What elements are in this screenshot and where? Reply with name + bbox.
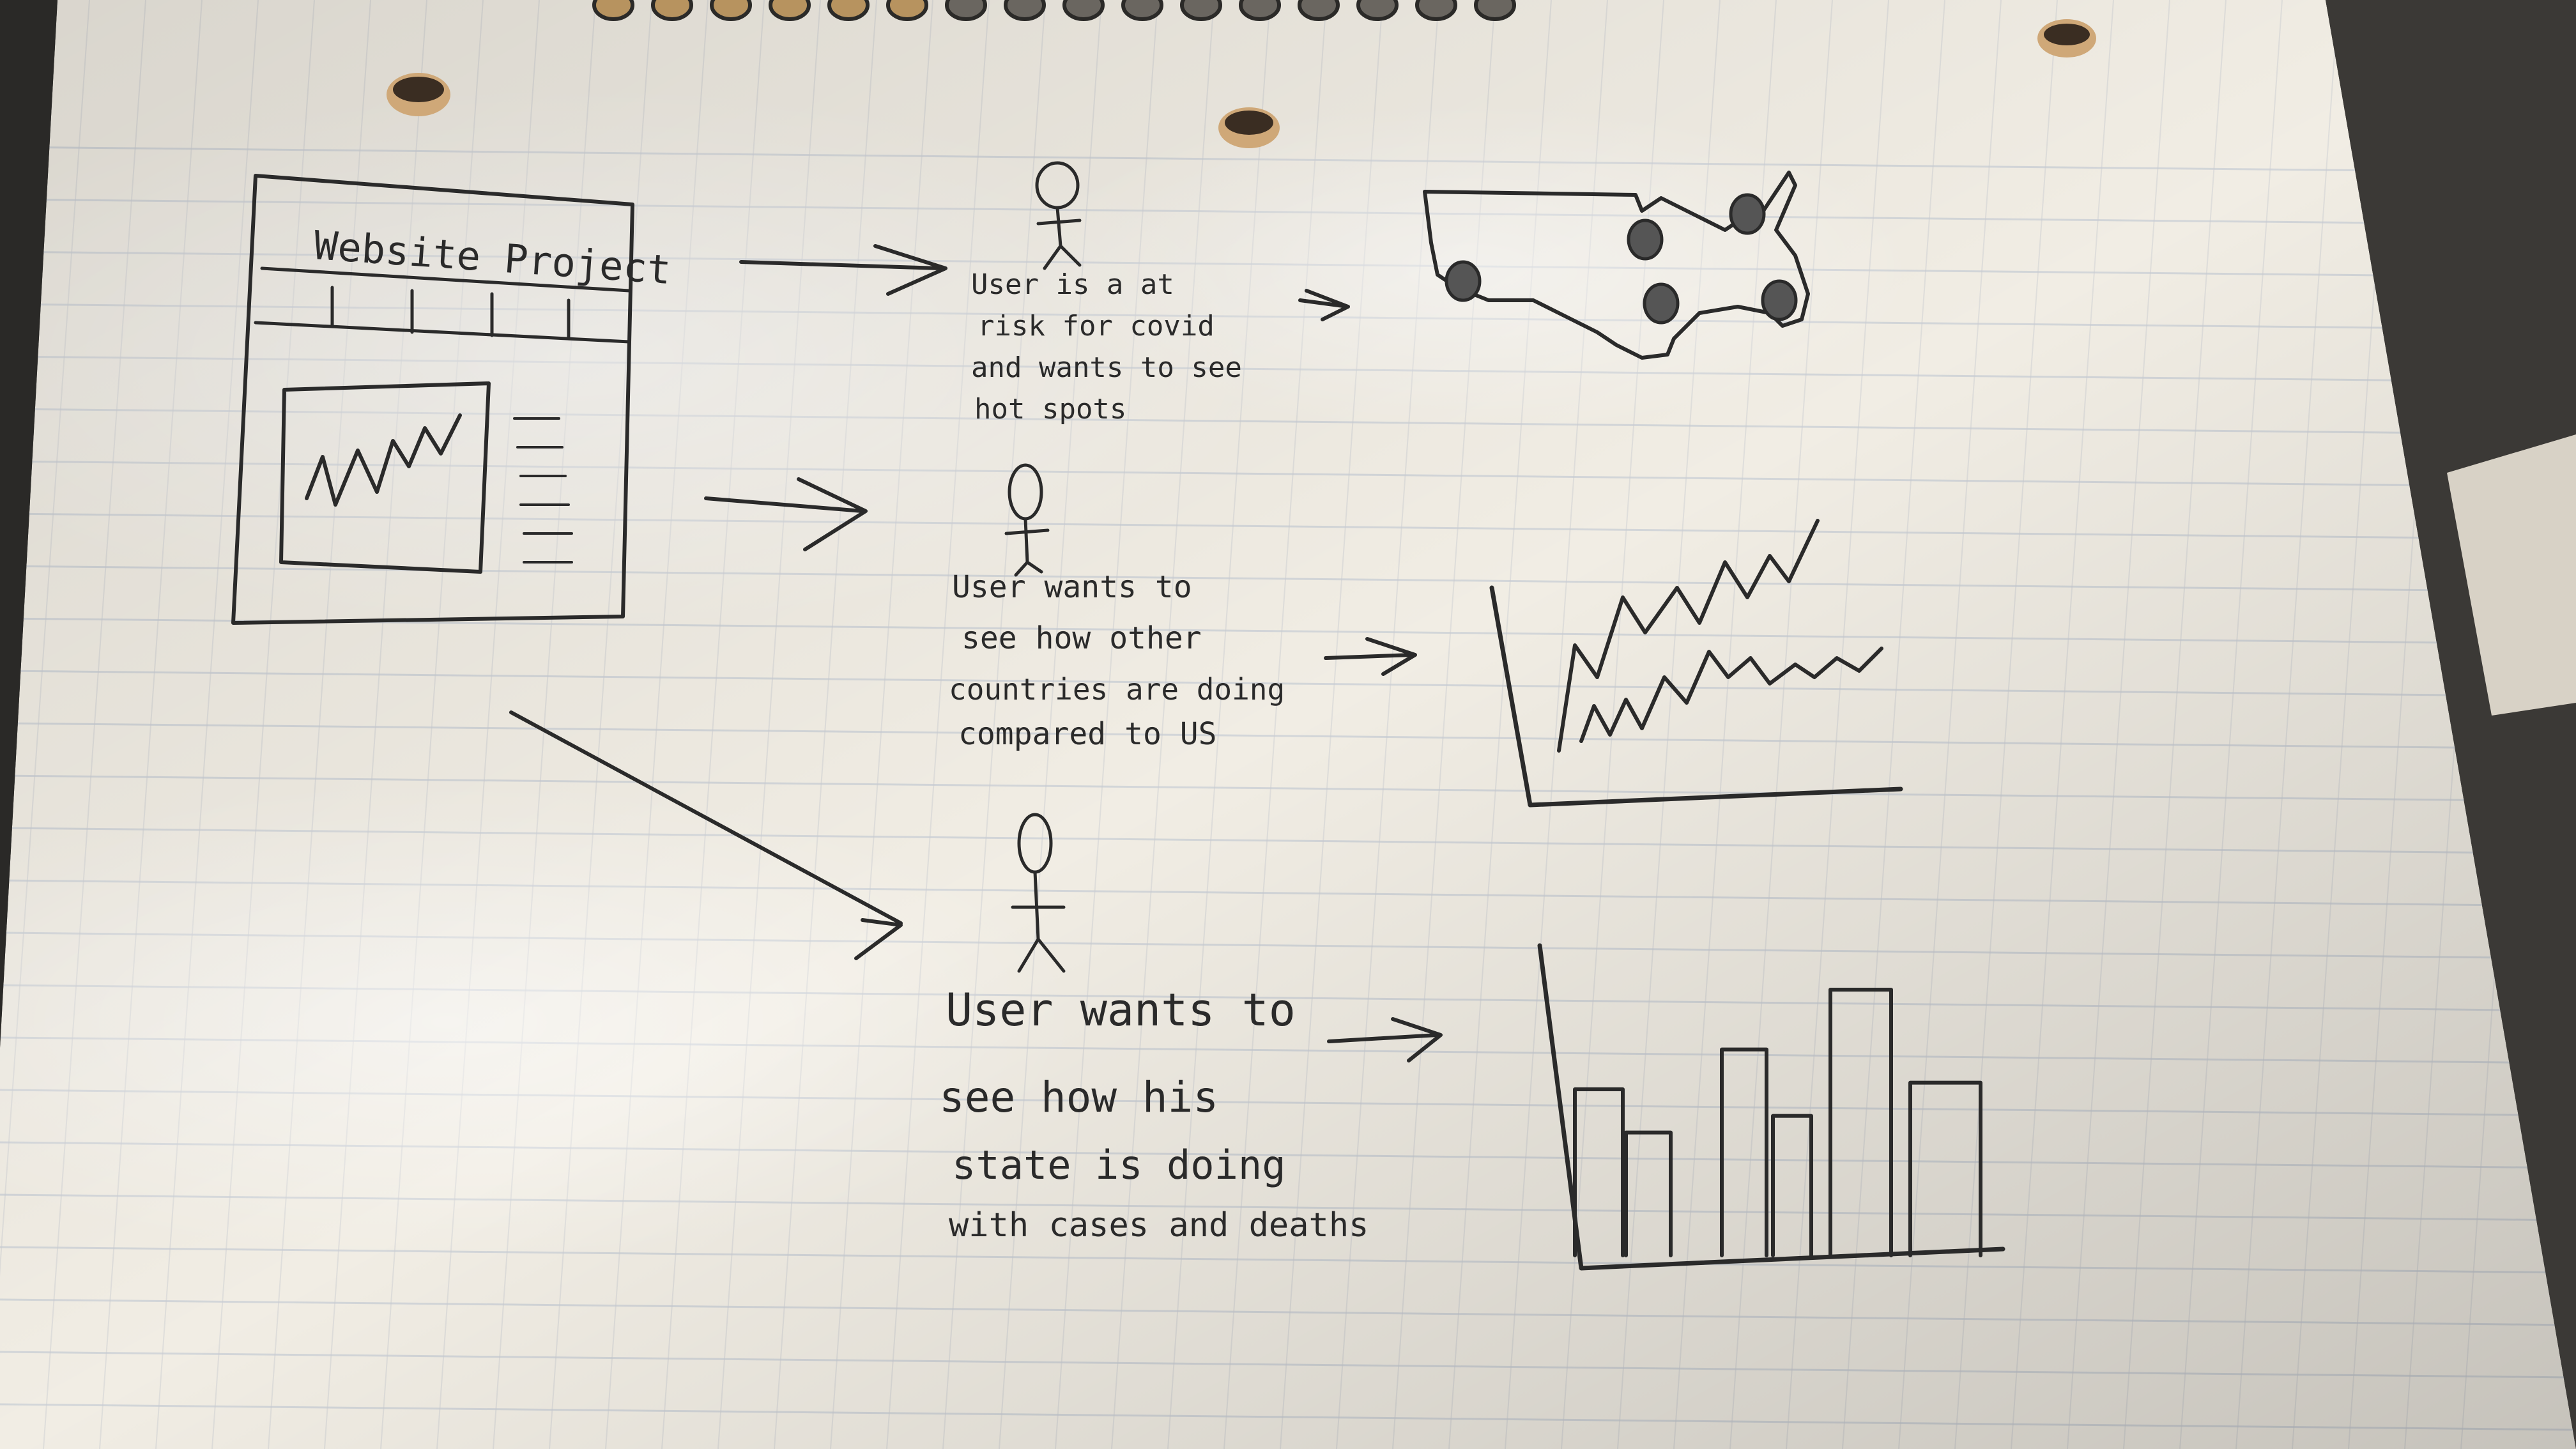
spiral-ring <box>1062 0 1105 21</box>
story-2-line-3: countries are doing <box>949 672 1285 707</box>
line-series-2 <box>1579 647 1883 743</box>
spiral-ring <box>1415 0 1457 21</box>
us-map-sketch <box>1423 171 1810 360</box>
bar <box>1771 1114 1813 1257</box>
hotspot <box>1729 193 1766 235</box>
spiral-ring <box>827 0 870 21</box>
story-1-line-4: hot spots <box>974 393 1126 425</box>
line-chart-sketch <box>1489 519 1903 808</box>
bars <box>1573 988 1982 1257</box>
spiral-ring <box>1474 0 1516 21</box>
user-figure-1 <box>1035 161 1082 270</box>
spiral-binding <box>592 0 1516 21</box>
story-3-line-2: see how his <box>939 1073 1218 1122</box>
spiral-ring <box>1356 0 1399 21</box>
spiral-ring <box>945 0 987 21</box>
bar <box>1624 1130 1673 1257</box>
story-1-line-2: risk for covid <box>977 310 1215 342</box>
bar <box>1573 1087 1625 1257</box>
spiral-ring <box>1298 0 1340 21</box>
story-3-line-4: with cases and deaths <box>949 1206 1368 1245</box>
spiral-ring <box>1180 0 1222 21</box>
story-1-line-3: and wants to see <box>971 351 1242 384</box>
story-2-line-4: compared to US <box>958 716 1217 752</box>
flow-arrows <box>509 244 1443 1062</box>
punch-hole-shadow <box>1225 111 1273 135</box>
spiral-ring <box>769 0 811 21</box>
story-1-line-1: User is a at <box>971 268 1174 301</box>
spiral-ring <box>1004 0 1046 21</box>
bar <box>1720 1047 1768 1257</box>
spiral-ring <box>651 0 693 21</box>
spiral-ring <box>1239 0 1281 21</box>
bar <box>1828 988 1893 1257</box>
spiral-ring <box>886 0 928 21</box>
user-figure-3 <box>1011 813 1066 973</box>
punch-hole-shadow <box>2044 24 2090 45</box>
hotspot <box>1445 260 1482 302</box>
user-figure-2 <box>1004 463 1050 577</box>
story-3-line-1: User wants to <box>946 984 1296 1036</box>
hotspot <box>1627 218 1664 261</box>
hotspots <box>1445 193 1798 325</box>
punch-holes <box>387 19 2096 148</box>
background-paper-corner <box>2447 434 2576 716</box>
bar <box>1908 1080 1982 1257</box>
story-2-line-1: User wants to <box>952 569 1192 605</box>
hotspot <box>1761 279 1798 321</box>
line-series-1 <box>1557 519 1820 753</box>
spiral-ring <box>710 0 752 21</box>
story-2-line-2: see how other <box>962 620 1202 656</box>
story-3-line-3: state is doing <box>952 1142 1286 1188</box>
bar-chart-sketch <box>1537 943 2005 1271</box>
punch-hole-shadow <box>393 77 444 102</box>
spiral-ring <box>1121 0 1163 21</box>
hotspot <box>1643 282 1680 325</box>
spiral-ring <box>592 0 634 21</box>
